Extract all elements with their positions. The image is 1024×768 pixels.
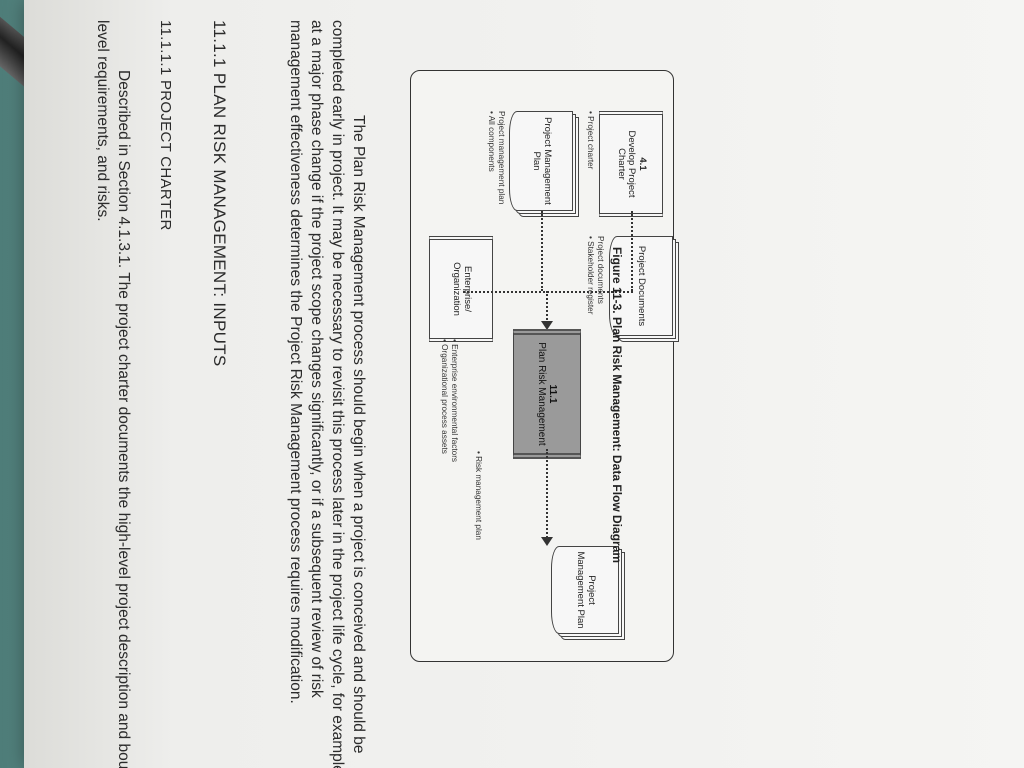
arrow-head	[541, 537, 553, 546]
body-paragraph: The Plan Risk Management process should …	[287, 20, 367, 768]
input-enterprise-organization: Enterprise/ Organization	[429, 236, 493, 342]
book-page: 4.1 Develop Project Charter • Project ch…	[24, 0, 1024, 768]
node-title: Project Management Plan	[531, 117, 553, 205]
data-flow-diagram: 4.1 Develop Project Charter • Project ch…	[410, 70, 674, 662]
output-bullets: • Risk management plan	[474, 451, 483, 561]
node-title: Project Documents	[636, 245, 648, 327]
bullet-header: Project documents	[596, 236, 605, 304]
node-title: Plan Risk Management	[536, 342, 547, 446]
bullet-item: • Risk management plan	[474, 451, 483, 540]
input-project-management-plan: Project Management Plan	[509, 111, 573, 211]
process-plan-risk-management: 11.1 Plan Risk Management	[513, 329, 581, 459]
bullet-header: Project management plan	[497, 111, 506, 205]
output-project-management-plan: Project Management Plan	[551, 546, 619, 634]
figure-caption: Figure 11-3. Plan Risk Management: Data …	[610, 246, 624, 564]
connector-line	[463, 291, 633, 293]
body-paragraph: Described in Section 4.1.3.1. The projec…	[94, 20, 132, 768]
node-title: Enterprise/ Organization	[451, 262, 473, 316]
connector-line	[546, 449, 548, 541]
node-number: 4.1	[637, 157, 649, 171]
input-develop-project-charter: 4.1 Develop Project Charter	[599, 111, 663, 217]
connector-line	[541, 211, 543, 291]
bullet-item: • Enterprise environmental factors	[450, 339, 459, 463]
subsection-heading: 11.1.1.1 PROJECT CHARTER	[157, 20, 174, 231]
section-heading: 11.1.1 PLAN RISK MANAGEMENT: INPUTS	[210, 20, 229, 367]
bullet-item: • Organizational process assets	[440, 339, 450, 454]
input-bullets: • Enterprise environmental factors • Org…	[439, 339, 459, 519]
bullet-item: • Stakeholder register	[586, 236, 596, 315]
node-title: Project Management Plan	[575, 551, 597, 629]
input-bullets: Project documents • Stakeholder register	[585, 236, 605, 326]
node-number: 11.1	[547, 384, 559, 404]
connector-line	[631, 211, 633, 291]
